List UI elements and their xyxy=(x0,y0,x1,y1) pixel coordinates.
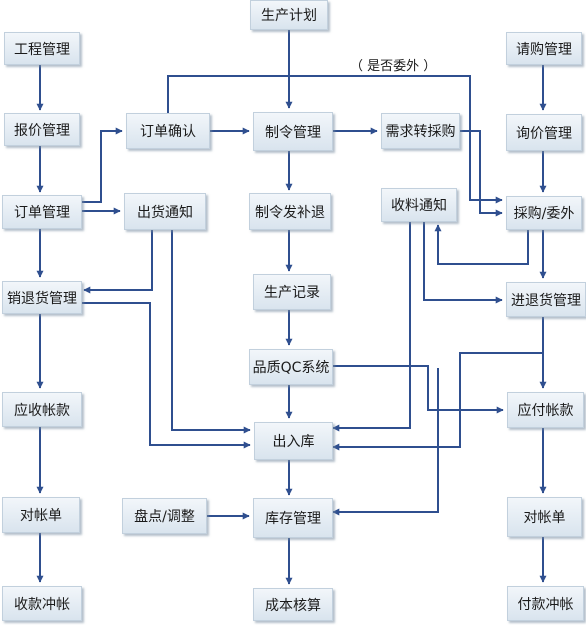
node-order-confirm: 订单确认 xyxy=(126,113,210,149)
node-shipping-notice: 出货通知 xyxy=(124,193,206,230)
edge-shipping-warehouse xyxy=(171,230,251,434)
edge-return-warehouse xyxy=(332,317,544,451)
edge-order-confirm xyxy=(80,127,123,203)
node-receivable: 应收帐款 xyxy=(2,392,82,427)
node-engineering: 工程管理 xyxy=(4,32,80,65)
edge-receiving-warehouse xyxy=(332,222,411,432)
node-warehouse-io: 出入库 xyxy=(254,422,333,460)
node-production-plan: 生产计划 xyxy=(250,0,328,30)
node-stocktake: 盘点/调整 xyxy=(122,498,207,534)
node-sales-return: 销退货管理 xyxy=(2,281,82,314)
node-reconcile-right: 对帐单 xyxy=(507,497,582,537)
edge-purchase-receiving xyxy=(434,224,529,265)
node-cost-accounting: 成本核算 xyxy=(253,588,333,621)
node-demand-to-purchase: 需求转採购 xyxy=(381,113,460,149)
node-inventory: 库存管理 xyxy=(253,498,333,538)
node-reconcile-left: 对帐单 xyxy=(2,497,80,533)
edge-shipping-salesreturn xyxy=(83,230,153,294)
node-qc-system: 品质QC系统 xyxy=(249,349,333,385)
node-collection: 收款冲帐 xyxy=(2,586,82,621)
node-receiving-notice: 收料通知 xyxy=(381,188,457,222)
edge-return-inventory xyxy=(332,368,439,516)
outsourcing-annotation: （ 是否委外 ） xyxy=(348,55,439,74)
edge-receiving-return xyxy=(423,222,503,304)
node-purchase-outsource: 採购/委外 xyxy=(506,196,582,230)
edge-qc-payable xyxy=(333,365,504,414)
node-purchase-return: 进退货管理 xyxy=(506,282,586,317)
node-payment: 付款冲帐 xyxy=(507,586,584,621)
node-payable: 应付帐款 xyxy=(507,392,584,428)
node-production-record: 生产记录 xyxy=(253,274,331,310)
node-quotation: 报价管理 xyxy=(4,113,80,146)
node-purchase-request: 请购管理 xyxy=(506,32,582,65)
edge-salesreturn-warehouse xyxy=(82,302,251,449)
node-mfg-issue: 制令发补退 xyxy=(249,193,331,230)
node-manufacturing-order: 制令管理 xyxy=(253,112,333,151)
edge-demand-purchase xyxy=(460,130,503,217)
node-inquiry: 询价管理 xyxy=(506,114,582,151)
node-order-management: 订单管理 xyxy=(2,195,82,229)
